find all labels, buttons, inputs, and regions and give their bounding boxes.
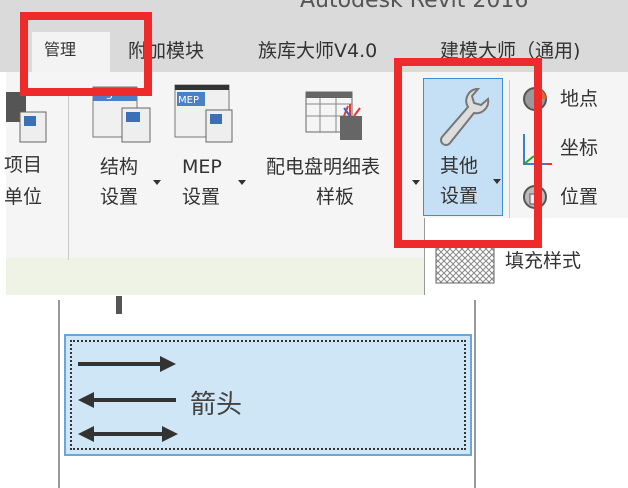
dropdown-caret-icon	[153, 180, 161, 185]
label: 填充样式	[505, 250, 582, 272]
label: 项目	[4, 154, 43, 176]
arrowheads-icon	[78, 356, 178, 442]
divider	[68, 90, 69, 260]
dropdown-caret-icon	[493, 179, 501, 184]
other-settings-button[interactable]: 其他 设置	[423, 78, 503, 216]
focus-outline	[70, 340, 466, 450]
coordinates-icon	[523, 134, 552, 165]
label: 设置	[182, 186, 221, 208]
wrench-icon	[440, 88, 490, 146]
tab-family-library[interactable]: 族库大师V4.0	[258, 40, 378, 62]
label: 其他	[440, 155, 479, 177]
label: 位置	[560, 186, 599, 208]
label: 设置	[100, 186, 139, 208]
cursor-mark	[116, 296, 122, 314]
icon-text: MEP	[178, 95, 199, 106]
label: 样板	[316, 186, 355, 208]
tab-label: 管理	[44, 40, 77, 59]
label: 设置	[440, 185, 479, 207]
label: 坐标	[560, 137, 599, 159]
label: 单位	[4, 186, 43, 208]
label: 地点	[560, 88, 599, 110]
panel-schedule-icon	[305, 91, 362, 140]
project-units-icon	[6, 92, 47, 143]
label: MEP	[182, 156, 222, 178]
divider	[509, 80, 510, 220]
window-title: Autodesk Revit 2016	[300, 0, 529, 13]
label: 结构	[100, 156, 139, 178]
label: 配电盘明细表	[266, 156, 381, 178]
tab-manage[interactable]: 管理	[32, 32, 110, 72]
highlight-box-manage-tab	[20, 12, 152, 96]
mep-settings-icon: MEP	[174, 84, 233, 143]
ribbon-panel-footer	[6, 258, 426, 295]
dropdown-caret-icon	[412, 180, 420, 185]
tab-modeling-master[interactable]: 建模大师（通用)	[440, 40, 581, 62]
highlight-box-other-settings	[394, 58, 542, 248]
dropdown-caret-icon	[238, 180, 246, 185]
arrowheads-label: 箭头	[190, 390, 243, 420]
other-settings-dropdown: 填充样式	[424, 218, 628, 295]
